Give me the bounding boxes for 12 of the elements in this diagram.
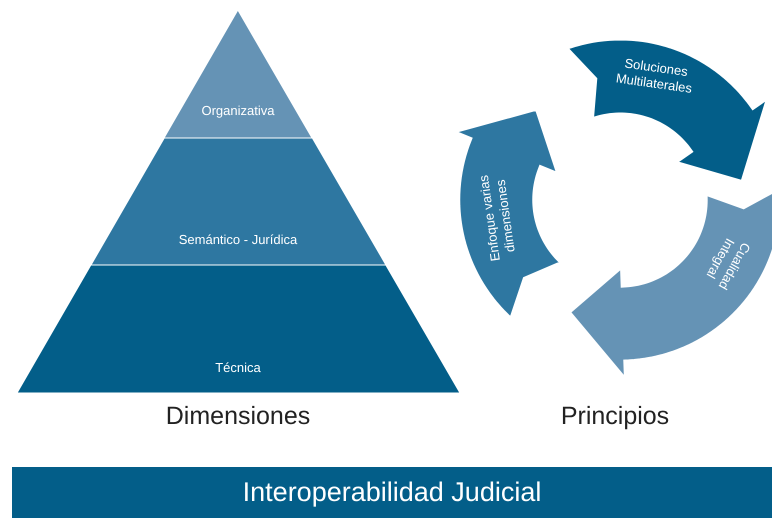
pyramid-base-band — [17, 265, 460, 393]
section-heading: Principios — [560, 402, 670, 431]
node-label: Organizativa — [200, 102, 276, 120]
pyramid-top-band — [164, 10, 312, 138]
title-banner — [12, 467, 772, 518]
node-label: Semántico - Jurídica — [178, 232, 298, 248]
node-label: Soluciones Multilaterales — [614, 54, 694, 98]
banner-title: Interoperabilidad Judicial — [242, 477, 542, 508]
node-label: Enfoque varias dimensiones — [474, 173, 519, 264]
section-heading: Dimensiones — [164, 402, 312, 431]
pyramid-middle-band — [90, 138, 386, 265]
node-label: Técnica — [214, 360, 262, 376]
